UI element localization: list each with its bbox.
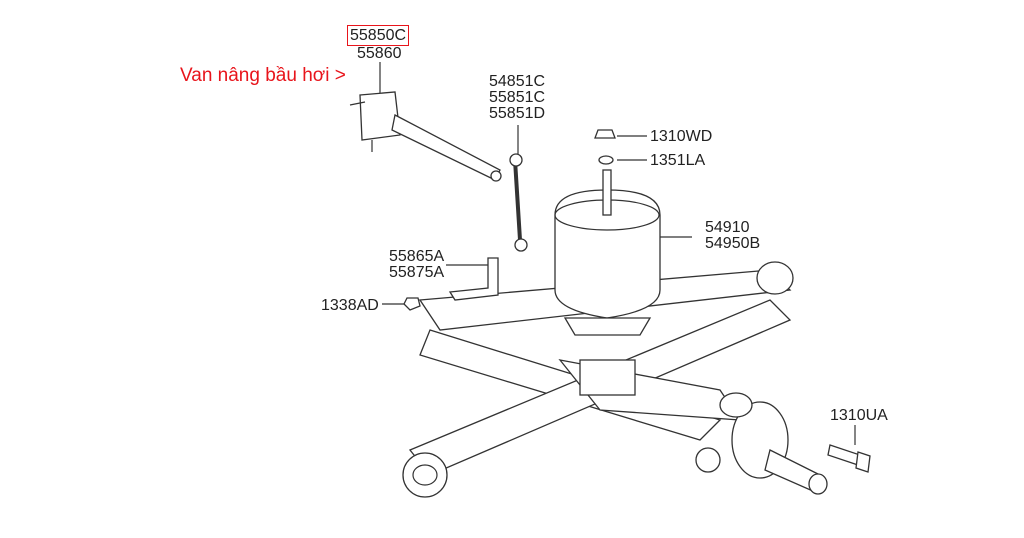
valve-annotation: Van nâng bầu hơi > xyxy=(180,65,346,86)
part-number-1310WD: 1310WD xyxy=(650,128,713,145)
axle-frame xyxy=(402,261,794,498)
leveling-valve xyxy=(349,91,502,182)
wheel-hub xyxy=(695,392,828,495)
part-number-1338AD: 1338AD xyxy=(321,297,379,314)
air-spring xyxy=(554,129,661,336)
part-number-54950B: 54950B xyxy=(705,235,761,252)
part-number-1351LA: 1351LA xyxy=(650,152,706,169)
part-number-55851D: 55851D xyxy=(489,105,546,122)
leader-lines xyxy=(379,62,856,445)
part-number-1310UA: 1310UA xyxy=(830,407,888,424)
part-number-55851C: 55851C xyxy=(489,89,546,106)
part-number-55875A: 55875A xyxy=(389,264,445,281)
part-number-55865A: 55865A xyxy=(389,248,445,265)
part-number-55850C: 55850C xyxy=(347,25,410,46)
link-rod xyxy=(403,153,528,311)
part-number-54851C: 54851C xyxy=(489,73,546,90)
part-number-54910: 54910 xyxy=(705,219,750,236)
bolt-1310UA xyxy=(827,444,871,473)
part-number-55860: 55860 xyxy=(357,45,402,62)
